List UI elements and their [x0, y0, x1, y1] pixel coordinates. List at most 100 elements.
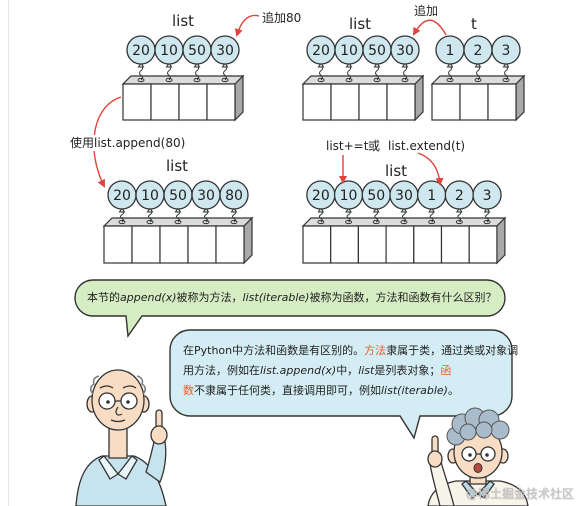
- answer-code-list-iterable: list(iterable): [381, 384, 448, 397]
- bottom-left-list-string-ring: [146, 219, 154, 225]
- top-right-t-string-ring: [474, 77, 482, 83]
- bottom-right-list-cell: [357, 225, 387, 264]
- bottom-right-list-cell: [330, 225, 360, 264]
- bottom-right-list-balloon-value: 30: [395, 188, 413, 204]
- top-left-list-cell: [150, 83, 180, 121]
- answer-segment: 。: [447, 384, 459, 397]
- top-left-list-balloon-string: [139, 65, 143, 81]
- top-left-list-balloon-string: [195, 65, 199, 81]
- extend-caption: list.extend(t): [388, 139, 465, 153]
- bottom-right-list-balloon-knot: [428, 207, 436, 213]
- top-right-list-string-ring: [373, 77, 381, 83]
- answer-highlight-method: 方法: [364, 344, 387, 357]
- bottom-left-list-cell: [159, 225, 189, 264]
- top-right-list-balloon-string: [319, 65, 323, 81]
- bottom-left-list-balloon-knot: [230, 207, 238, 213]
- bottom-left-list-string-ring: [118, 219, 126, 225]
- bottom-right-list-string-ring: [428, 219, 436, 225]
- top-right-t-box-side: [515, 74, 525, 122]
- top-left-list-balloon-knot: [221, 62, 229, 68]
- top-right-t-balloon-value: 2: [474, 43, 483, 59]
- bottom-right-list-string-ring: [400, 219, 408, 225]
- or-caption: 或: [368, 139, 380, 153]
- bottom-left-list-box-side: [243, 216, 253, 265]
- top-right-list-balloon-value: 10: [340, 43, 358, 59]
- watermark: @稀土掘金技术社区: [466, 487, 575, 501]
- top-right-t-string-ring: [446, 77, 454, 83]
- bottom-right-list-balloon-value: 20: [312, 188, 330, 204]
- top-right-t-balloon: [491, 35, 521, 65]
- bottom-right-list-balloon-value: 2: [455, 188, 464, 204]
- bottom-left-list-balloon-knot: [174, 207, 182, 213]
- top-right-t-cell: [459, 83, 489, 121]
- top-right-list-string-ring: [345, 77, 353, 83]
- top-left-list-string-ring: [137, 77, 145, 83]
- top-right-list-cell: [386, 83, 416, 121]
- top-left-list-balloon-knot: [193, 62, 201, 68]
- top-right-t-cell: [431, 83, 461, 121]
- answer-segment: 用方法，例如在: [183, 364, 260, 377]
- frame-left-edge: [8, 0, 9, 506]
- bottom-left-list-cell: [131, 225, 161, 264]
- bottom-right-list-box-side: [496, 216, 506, 265]
- bottom-left-list-string-ring: [202, 219, 210, 225]
- question-code-append: append(x): [120, 291, 177, 304]
- answer-code-append: list.append(x): [260, 364, 337, 377]
- answer-segment: 隶属于类，通过类或对象调: [386, 344, 519, 357]
- bottom-right-list-balloon: [472, 180, 502, 210]
- bottom-right-list-cell: [468, 225, 498, 264]
- bottom-left-list-cell: [103, 225, 133, 264]
- bottom-left-list-cell: [215, 225, 245, 264]
- answer-text: 在Python中方法和函数是有区别的。方法隶属于类，通过类或对象调 用方法，例如…: [183, 341, 518, 401]
- top-right-t-string-ring: [502, 77, 510, 83]
- question-segment: 被称为函数，方法和函数有什么区别？: [309, 291, 497, 304]
- bottom-right-list-string-ring: [455, 219, 463, 225]
- append-caption-backdrop: [68, 135, 174, 151]
- bottom-right-list-string-ring: [317, 219, 325, 225]
- top-right-list-box-side: [414, 74, 424, 122]
- top-left-list-label: list: [172, 12, 194, 30]
- bottom-right-list-balloon-knot: [400, 207, 408, 213]
- append-80-arrow: [234, 14, 260, 37]
- top-right-list-cell: [358, 83, 388, 121]
- top-right-list-cell: [330, 83, 360, 121]
- question-segment: 被称为方法，: [176, 291, 243, 304]
- bottom-right-list-balloon-value: 10: [340, 188, 358, 204]
- top-left-list-balloon-string: [223, 65, 227, 81]
- append-result-arrow: [93, 96, 122, 188]
- bottom-right-list-balloon-knot: [372, 207, 380, 213]
- answer-segment: 是列表对象；: [374, 364, 441, 377]
- answer-segment: 在Python中方法和函数是有区别的。: [183, 344, 365, 357]
- plus-equal-caption: list+=t: [326, 139, 369, 153]
- question-segment: 本节的: [87, 291, 120, 304]
- top-right-t-balloon-string: [476, 65, 480, 81]
- top-right-list-balloon-knot: [373, 62, 381, 68]
- answer-segment: 不隶属于任何类，直接调用即可，例如: [194, 384, 381, 397]
- top-right-t-balloon-string: [504, 65, 508, 81]
- bottom-left-list-cell: [187, 225, 217, 264]
- top-left-list-balloon-value: 30: [216, 43, 234, 59]
- bottom-left-list-string-ring: [230, 219, 238, 225]
- answer-highlight-function-start: 函: [440, 364, 452, 377]
- top-right-list-string-ring: [317, 77, 325, 83]
- extend-arrow: [417, 152, 444, 186]
- answer-highlight-function-end: 数: [183, 384, 194, 397]
- top-left-list-balloon-value: 10: [160, 43, 178, 59]
- top-right-list-balloon-string: [347, 65, 351, 81]
- bottom-right-list-balloon-knot: [345, 207, 352, 213]
- top-right-list-label: list: [349, 15, 371, 33]
- top-left-list-balloon-knot: [165, 62, 173, 68]
- answer-bubble: [169, 329, 513, 440]
- top-right-list-balloon-string: [375, 65, 379, 81]
- answer-segment: 中，: [336, 364, 359, 377]
- append-note: 追加: [414, 3, 438, 18]
- top-right-t-balloon-string: [448, 65, 452, 81]
- top-right-t-balloon-knot: [474, 62, 482, 68]
- top-left-list-cell: [206, 83, 236, 121]
- bottom-right-list-label: list: [385, 162, 407, 180]
- top-right-list-string-ring: [401, 77, 409, 83]
- top-right-t-cell: [487, 83, 517, 121]
